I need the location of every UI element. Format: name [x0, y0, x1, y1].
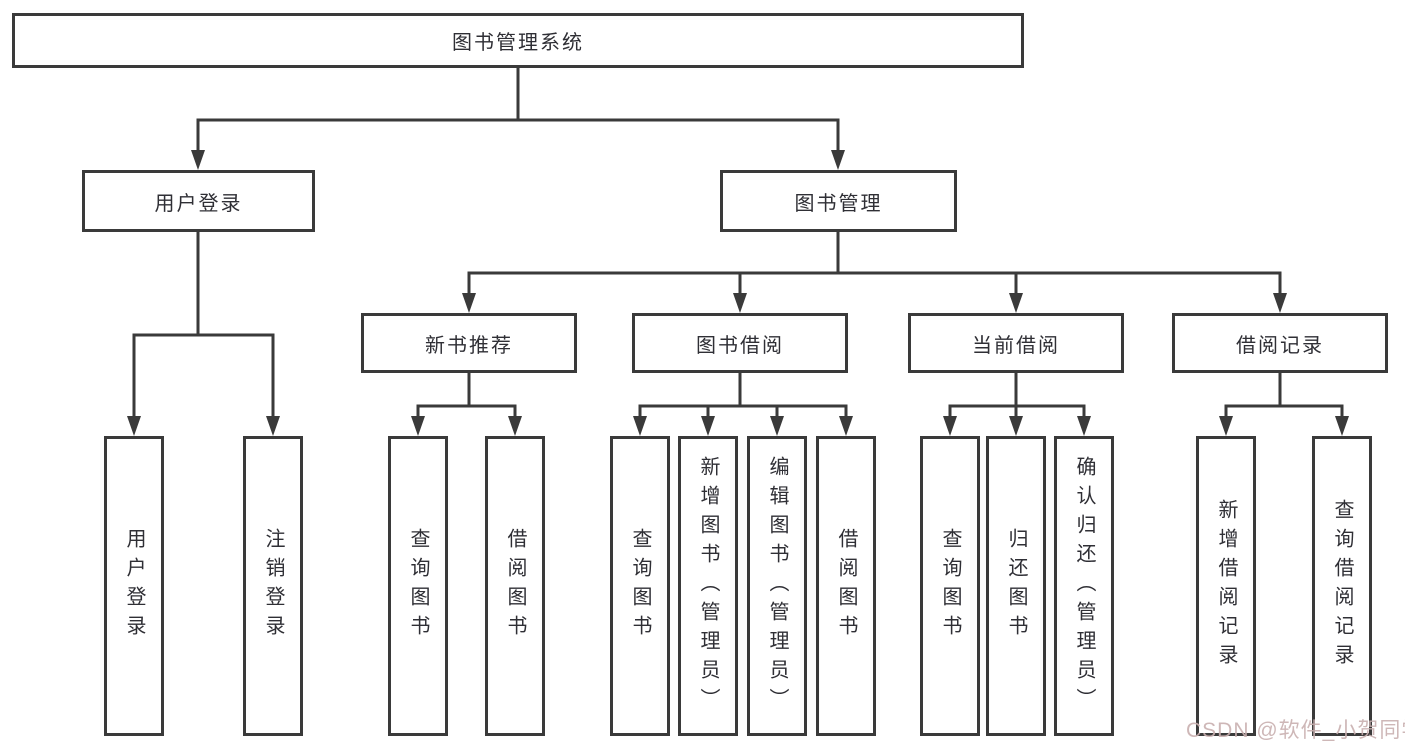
- leaf-label: 新增借阅记录: [1215, 499, 1237, 673]
- leaf-label: 查询借阅记录: [1331, 499, 1353, 673]
- node-user-login: 用户登录: [82, 170, 315, 232]
- leaf-label: 注销登录: [262, 528, 284, 644]
- node-borrowing-records: 借阅记录: [1172, 313, 1388, 373]
- leaf-query-books-recommend: 查询图书: [388, 436, 448, 736]
- leaf-logout: 注销登录: [243, 436, 303, 736]
- leaf-add-borrow-record: 新增借阅记录: [1196, 436, 1256, 736]
- node-book-management: 图书管理: [720, 170, 957, 232]
- leaf-query-books-borrowing: 查询图书: [610, 436, 670, 736]
- leaf-label: 确认归还（管理员）: [1073, 455, 1095, 717]
- leaf-query-borrow-record: 查询借阅记录: [1312, 436, 1372, 736]
- leaf-label: 查询图书: [939, 528, 961, 644]
- leaf-label: 用户登录: [123, 528, 145, 644]
- watermark: CSDN @软件_小贺同学: [1186, 719, 1405, 742]
- node-current-borrowing: 当前借阅: [908, 313, 1124, 373]
- leaf-label: 查询图书: [629, 528, 651, 644]
- leaf-edit-books-admin: 编辑图书（管理员）: [747, 436, 807, 736]
- leaf-label: 借阅图书: [504, 528, 526, 644]
- leaf-confirm-return-admin: 确认归还（管理员）: [1054, 436, 1114, 736]
- leaf-return-books: 归还图书: [986, 436, 1046, 736]
- leaf-label: 新增图书（管理员）: [697, 455, 719, 717]
- leaf-borrow-books-recommend: 借阅图书: [485, 436, 545, 736]
- leaf-label: 借阅图书: [835, 528, 857, 644]
- node-new-book-recommendation: 新书推荐: [361, 313, 577, 373]
- leaf-label: 编辑图书（管理员）: [766, 455, 788, 717]
- leaf-query-books-current: 查询图书: [920, 436, 980, 736]
- leaf-add-books-admin: 新增图书（管理员）: [678, 436, 738, 736]
- node-book-borrowing: 图书借阅: [632, 313, 848, 373]
- leaf-user-login: 用户登录: [104, 436, 164, 736]
- node-book-management-system: 图书管理系统: [12, 13, 1024, 68]
- leaf-label: 查询图书: [407, 528, 429, 644]
- leaf-borrow-books-borrowing: 借阅图书: [816, 436, 876, 736]
- leaf-label: 归还图书: [1005, 528, 1027, 644]
